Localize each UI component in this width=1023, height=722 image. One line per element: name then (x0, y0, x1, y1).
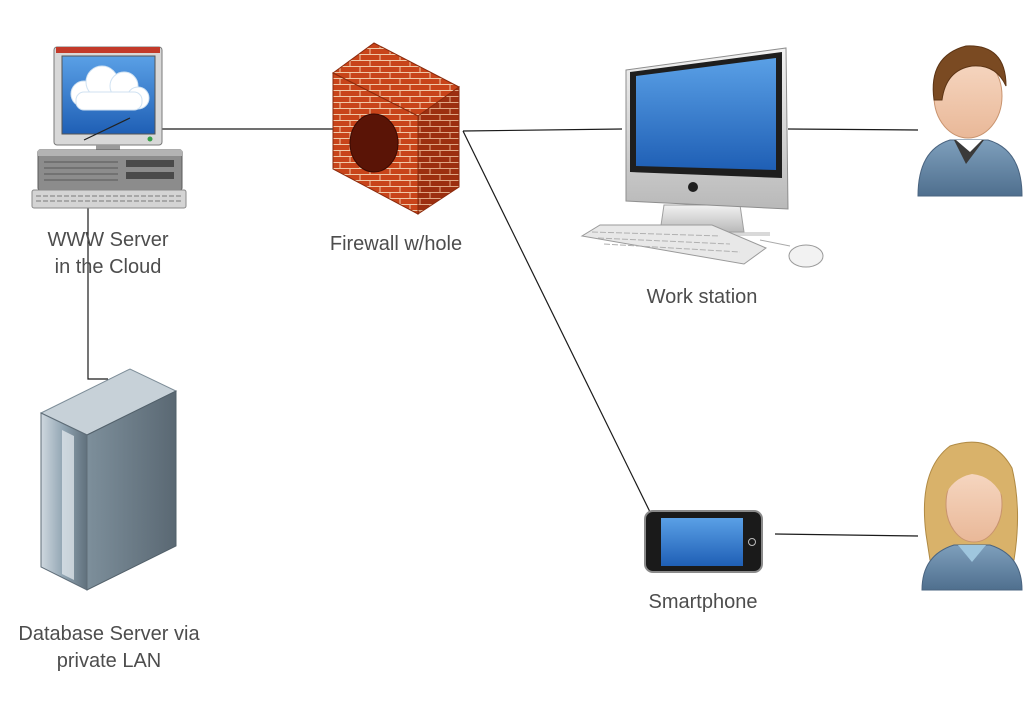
user-female-icon (921, 441, 1023, 591)
firewall-hole (349, 113, 399, 173)
link-workstation-user (787, 128, 919, 131)
database-server-label: Database Server via private LAN (0, 621, 218, 675)
firewall-label: Firewall w/hole (296, 231, 496, 258)
user-male-icon (917, 45, 1023, 197)
label-line: private LAN (56, 650, 162, 672)
workstation-label: Work station (602, 284, 802, 311)
cloud-icon (70, 65, 150, 111)
database-server-icon (39, 368, 178, 591)
label-line: Firewall w/hole (329, 233, 463, 255)
link-firewall-workstation (462, 128, 623, 132)
label-line: Work station (646, 286, 758, 308)
link-firewall-smartphone (462, 130, 652, 515)
label-line: Smartphone (648, 591, 758, 613)
apple-logo-icon (688, 182, 698, 192)
smartphone-label: Smartphone (603, 589, 803, 616)
link-smartphone-user (774, 533, 919, 537)
mouse-icon (788, 244, 824, 268)
label-line: Database Server via (18, 623, 200, 645)
firewall-icon (332, 42, 460, 215)
workstation-icon (580, 47, 824, 268)
www-server-label: WWW Server in the Cloud (8, 227, 208, 281)
connectors (87, 128, 919, 537)
link-server-database (87, 198, 108, 380)
label-line: in the Cloud (54, 256, 162, 278)
label-line: WWW Server (47, 229, 169, 251)
www-server-icon (31, 46, 187, 209)
home-button-icon (748, 538, 756, 546)
smartphone-icon (644, 510, 763, 573)
